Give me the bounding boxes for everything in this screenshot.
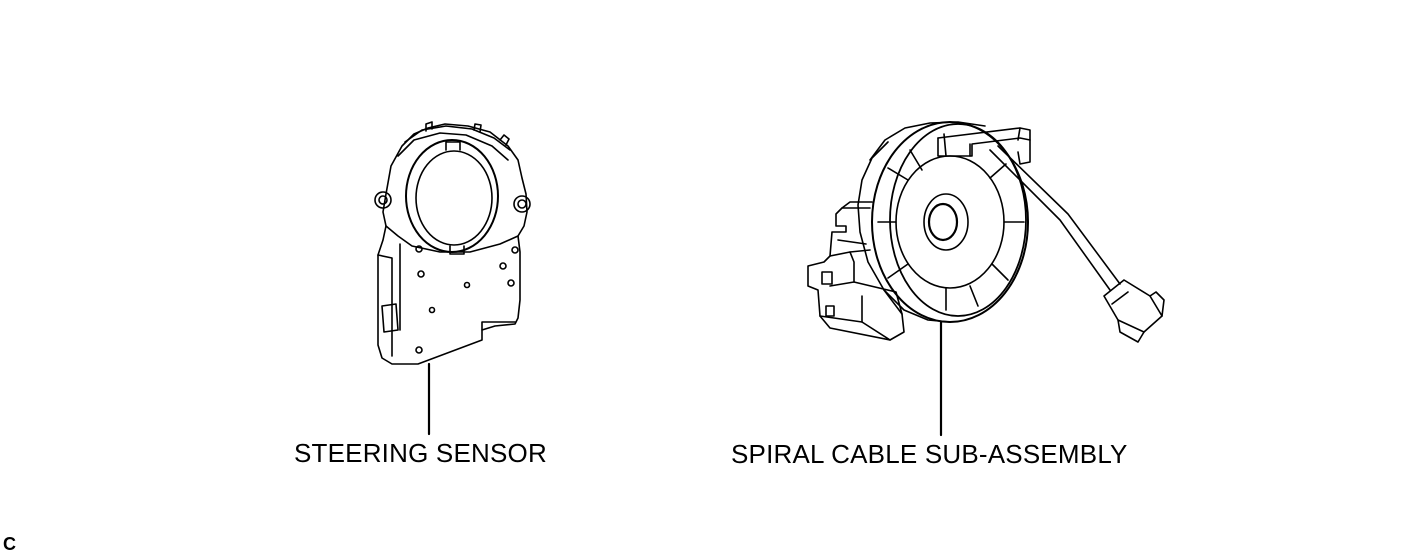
steering-sensor-label: STEERING SENSOR [294, 438, 547, 468]
figure-code: C [3, 534, 16, 554]
spiral-cable-sub-assembly-label: SPIRAL CABLE SUB-ASSEMBLY [731, 439, 1128, 469]
spiral-cable-drawing [807, 121, 1165, 437]
steering-sensor-drawing [374, 121, 531, 436]
